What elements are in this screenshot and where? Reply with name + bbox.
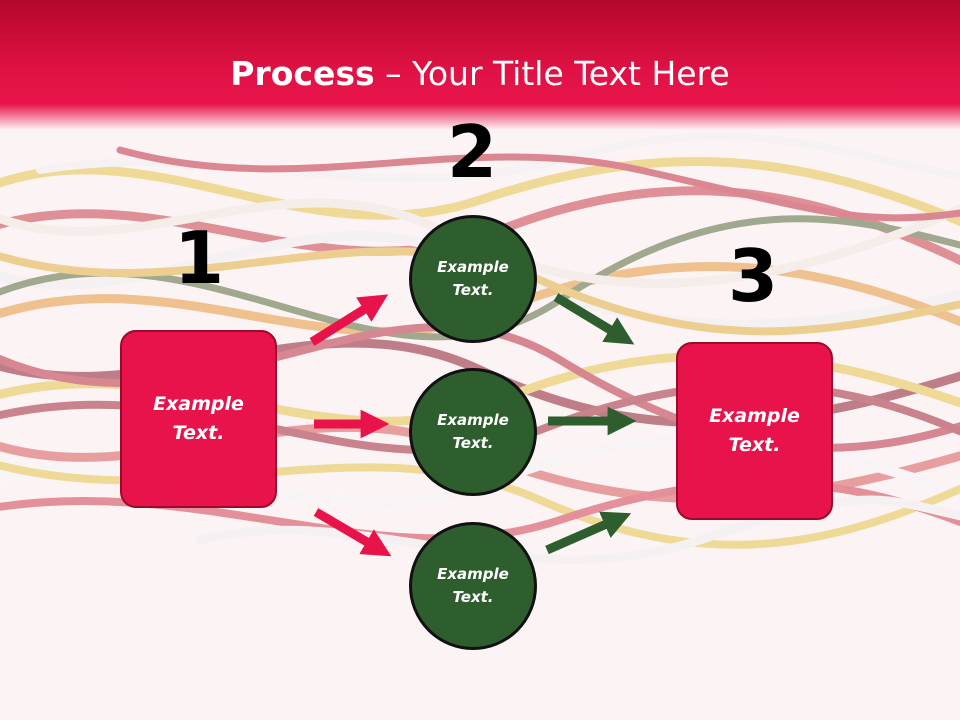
left-box-line1: Example	[153, 393, 244, 415]
title-bold: Process	[230, 54, 375, 93]
page-title[interactable]: Process – Your Title Text Here	[0, 52, 960, 96]
circle-top-line1: Example	[437, 258, 509, 276]
step-number-1: 1	[173, 216, 225, 300]
circle-bottom-line2: Text.	[452, 588, 494, 606]
step-number-2: 2	[446, 110, 498, 194]
circle-top-line2: Text.	[452, 281, 494, 299]
title-rest: – Your Title Text Here	[374, 54, 730, 93]
right-box-line1: Example	[709, 405, 800, 427]
circle-middle-line1: Example	[437, 411, 509, 429]
circle-middle-line2: Text.	[452, 434, 494, 452]
title-banner	[0, 0, 960, 130]
step-number-3: 3	[727, 234, 779, 318]
circle-bottom-line1: Example	[437, 565, 509, 583]
left-box-line2: Text.	[172, 422, 225, 444]
right-box-line2: Text.	[728, 434, 781, 456]
